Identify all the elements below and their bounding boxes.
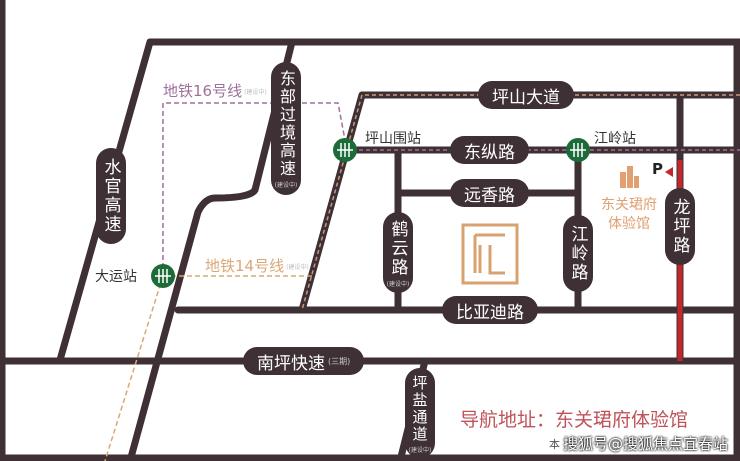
watermark-prefix: 本: [549, 438, 560, 451]
metro-line16-label: 地铁16号线(建设中): [163, 80, 267, 101]
road-label-longping-text: 龙坪路: [669, 198, 690, 255]
metro-line16-text: 地铁16号线: [163, 82, 243, 100]
metro-station-icon: [151, 138, 590, 288]
metro-line16-dashed: [162, 102, 346, 276]
road-label-shuiguan-text: 水官高速: [100, 158, 121, 234]
road-frame-top: [56, 38, 740, 364]
road-label-pingyan: 坪盐通道 (建设中): [405, 368, 435, 458]
road-label-pingshan-avenue: 坪山大道: [478, 81, 574, 109]
road-label-yuanxiang: 远香路: [450, 179, 529, 207]
road-label-heyun-note: (建设中): [386, 281, 410, 288]
metro-line14-dashed: [104, 275, 312, 461]
metro-line14-note: (建设中): [286, 264, 309, 271]
road-label-longping: 龙坪路: [665, 188, 695, 265]
road-label-nanping: 南坪快速(三期): [243, 347, 365, 375]
road-label-pingyan-text: 坪盐通道: [410, 375, 429, 443]
road-label-dongbu: 东部过境高速 (建设中): [271, 62, 301, 195]
road-label-jiangling-text: 江岭路: [567, 225, 588, 282]
building-icon: [620, 166, 639, 188]
metro-line14-text: 地铁14号线: [205, 257, 285, 275]
watermark: 搜狐号@搜狐焦点宜春站: [563, 435, 729, 453]
parking-arrow-icon: [665, 167, 673, 177]
road-label-nanping-note: (三期): [328, 356, 351, 366]
poi-experience-center: 东关珺府体验馆: [601, 197, 657, 232]
road-label-dongbu-note: (建设中): [274, 182, 298, 189]
road-label-dongzong: 东纵路: [450, 136, 529, 164]
road-label-heyun-text: 鹤云路: [387, 220, 408, 277]
metro-line14-track: [301, 94, 740, 311]
parking-icon: P: [652, 160, 663, 178]
road-label-jiangling: 江岭路: [563, 215, 593, 292]
station-dayun: 大运站: [95, 269, 137, 285]
road-label-shuiguan: 水官高速: [96, 148, 126, 244]
road-dongbu: [126, 38, 296, 461]
metro-line16-note: (建设中): [244, 89, 267, 96]
road-label-pingyan-note: (建设中): [408, 447, 432, 454]
station-pingshanwei: 坪山围站: [365, 131, 421, 147]
navigation-address: 导航地址：东关珺府体验馆: [460, 409, 689, 431]
road-label-nanping-text: 南坪快速: [257, 353, 325, 374]
station-jiangling: 江岭站: [594, 131, 636, 147]
metro-line14-label: 地铁14号线(建设中): [205, 255, 309, 276]
road-label-dongbu-text: 东部过境高速: [277, 70, 296, 178]
project-logo-icon: [461, 223, 519, 285]
road-label-byd: 比亚迪路: [442, 296, 538, 324]
road-label-heyun: 鹤云路 (建设中): [383, 212, 413, 293]
